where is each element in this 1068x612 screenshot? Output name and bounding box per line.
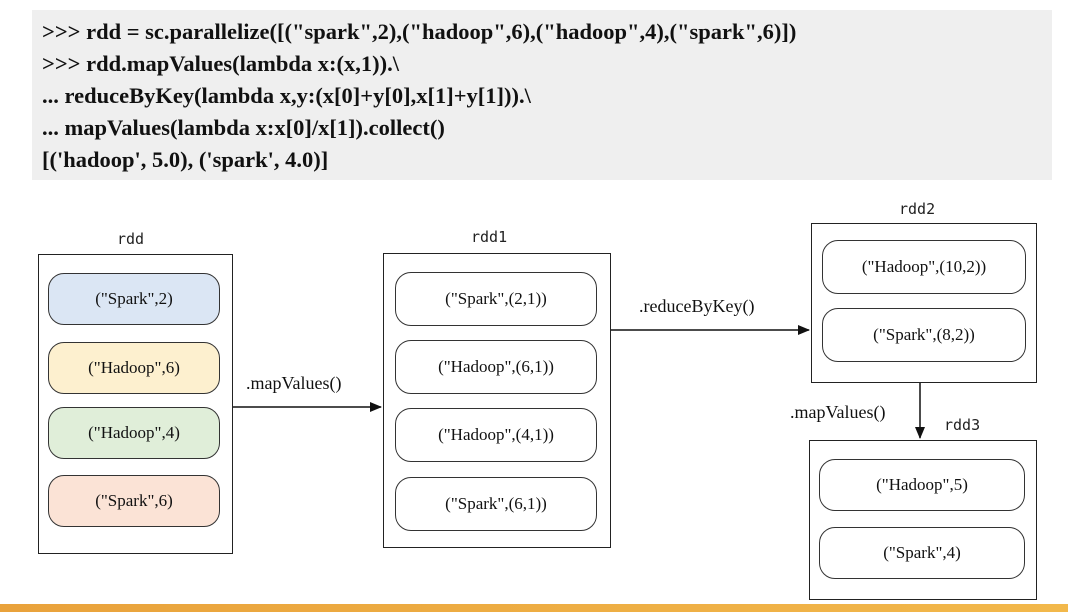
op-label-map-values-2: .mapValues() (790, 402, 886, 422)
op-label-reduce-by-key: .reduceByKey() (639, 296, 755, 316)
rdd-item-3: ("Hadoop",4) (48, 407, 220, 459)
code-line-4: ... mapValues(lambda x:x[0]/x[1]).collec… (42, 115, 445, 140)
rdd-item-1: ("Spark",2) (48, 273, 220, 325)
code-line-2: >>> rdd.mapValues(lambda x:(x,1)).\ (42, 51, 400, 76)
bottom-accent-bar (0, 604, 1068, 612)
rdd2-title: rdd2 (899, 200, 936, 218)
rdd1-item-3: ("Hadoop",(4,1)) (395, 408, 597, 462)
rdd1-item-1: ("Spark",(2,1)) (395, 272, 597, 326)
rdd1-title: rdd1 (471, 228, 508, 246)
rdd2-box: ("Hadoop",(10,2)) ("Spark",(8,2)) (811, 223, 1037, 383)
rdd-title: rdd (117, 230, 145, 248)
rdd2-item-2: ("Spark",(8,2)) (822, 308, 1026, 362)
rdd1-item-2: ("Hadoop",(6,1)) (395, 340, 597, 394)
rdd3-item-2: ("Spark",4) (819, 527, 1025, 579)
op-label-map-values-1: .mapValues() (246, 373, 342, 393)
rdd1-box: ("Spark",(2,1)) ("Hadoop",(6,1)) ("Hadoo… (383, 253, 611, 548)
rdd1-item-4: ("Spark",(6,1)) (395, 477, 597, 531)
code-line-3: ... reduceByKey(lambda x,y:(x[0]+y[0],x[… (42, 83, 531, 108)
rdd-item-2: ("Hadoop",6) (48, 342, 220, 394)
rdd-item-4: ("Spark",6) (48, 475, 220, 527)
code-line-5: [('hadoop', 5.0), ('spark', 4.0)] (42, 147, 329, 172)
rdd2-item-1: ("Hadoop",(10,2)) (822, 240, 1026, 294)
rdd3-box: ("Hadoop",5) ("Spark",4) (809, 440, 1037, 600)
code-block: >>> rdd = sc.parallelize([("spark",2),("… (32, 10, 1052, 180)
rdd-box: ("Spark",2) ("Hadoop",6) ("Hadoop",4) ("… (38, 254, 233, 554)
code-line-1: >>> rdd = sc.parallelize([("spark",2),("… (42, 19, 797, 44)
rdd3-item-1: ("Hadoop",5) (819, 459, 1025, 511)
rdd3-title: rdd3 (944, 416, 981, 434)
